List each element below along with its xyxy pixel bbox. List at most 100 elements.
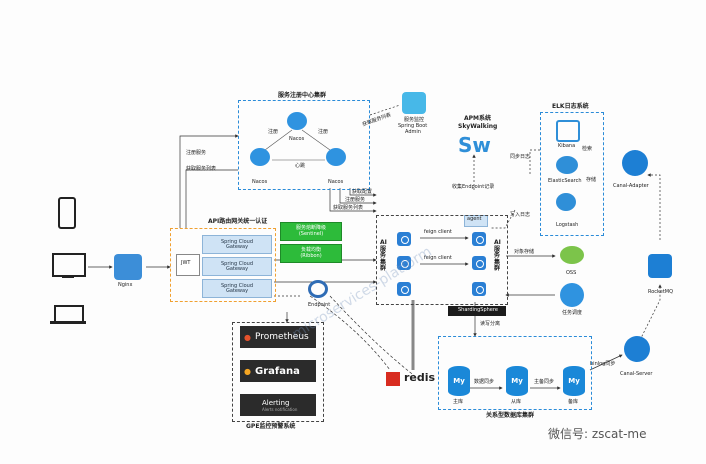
canal-server-icon xyxy=(624,336,650,362)
file-storage-label: 对象存储 xyxy=(514,249,535,255)
store-edge-label: 存储 xyxy=(586,177,597,183)
gw3-line2: Gateway xyxy=(225,287,249,294)
sync-log-label: 同步日志 xyxy=(510,154,531,160)
prometheus-bar: ●Prometheus xyxy=(240,326,316,348)
task-schedule-label: 任务调度 xyxy=(562,310,583,316)
search-edge-label: 检索 xyxy=(582,146,593,152)
hystrix-line2: (Sentinel) xyxy=(298,230,324,237)
gw1-line2: Gateway xyxy=(225,243,249,250)
app-icon-l2 xyxy=(397,256,411,270)
ribbon-line1: 负载均衡 xyxy=(300,247,321,253)
ribbon-line2: (Ribbon) xyxy=(300,252,322,259)
logstash-icon xyxy=(556,193,576,211)
canal-adapter-label: Canal-Adapter xyxy=(613,183,649,189)
grafana-label: Grafana xyxy=(254,365,300,377)
oss-label: OSS xyxy=(566,270,577,276)
nacos-left-icon xyxy=(250,148,270,166)
alerting-sub-label: Alerts notification xyxy=(262,406,298,412)
gateway-box xyxy=(170,228,276,302)
master-slave-sync-label: 主备同步 xyxy=(534,379,555,385)
mysql-slave2-icon: My xyxy=(563,366,585,396)
apm-title-line1: APM系统 xyxy=(464,115,492,122)
monitor-box xyxy=(232,322,324,422)
data-sync-label: 数据同步 xyxy=(474,379,495,385)
write-log-label: 写入日志 xyxy=(510,212,531,218)
sba-line3: Admin xyxy=(405,129,421,135)
sharding-bar xyxy=(448,306,506,316)
db-title: 关系型数据库集群 xyxy=(486,412,535,419)
laptop-base-icon xyxy=(50,321,86,324)
oss-icon xyxy=(560,246,584,264)
sba-line1: 服务监控 xyxy=(404,117,425,123)
spring-boot-admin-icon xyxy=(402,92,426,114)
rw-split-label: 读写分离 xyxy=(480,321,501,327)
hystrix-box: 服务熔断降级(Sentinel) xyxy=(280,222,342,241)
nacos-right-label: Nacos xyxy=(328,179,344,185)
binlog-label: binlog同步 xyxy=(590,361,616,367)
monitor-icon xyxy=(52,253,86,277)
app-icon-r1 xyxy=(472,232,486,246)
task-scheduler-icon xyxy=(560,283,584,307)
feign2-label: feign client xyxy=(424,255,452,261)
nginx-label: Nginx xyxy=(118,282,133,288)
ai-right-label: AI服务集群 xyxy=(494,239,501,273)
register-service-label: 注册服务 xyxy=(345,197,366,203)
prometheus-label: Prometheus xyxy=(254,332,309,342)
db-slave2-label: 备库 xyxy=(568,399,579,405)
kibana-label: Kibana xyxy=(558,143,576,149)
feign1-label: feign client xyxy=(424,229,452,235)
redis-icon xyxy=(386,372,400,386)
fetch-list-label: 获取服务列表 xyxy=(186,166,217,172)
endpoint-label: Endpoint xyxy=(308,302,331,308)
services-box xyxy=(376,215,508,305)
phone-icon xyxy=(58,197,76,229)
gw3-line1: Spring Cloud xyxy=(220,282,253,289)
monitor-stand-icon xyxy=(62,275,74,278)
nacos-top-label: Nacos xyxy=(289,136,305,142)
laptop-icon xyxy=(54,305,84,322)
redis-label: redis xyxy=(404,371,436,384)
jwt-box xyxy=(176,254,200,276)
kibana-icon xyxy=(556,120,580,142)
jwt-label: JWT xyxy=(181,260,191,266)
db-cluster-box xyxy=(438,336,592,410)
gateway-title: API路由网关统一认证 xyxy=(208,218,268,225)
mysql-slave1-icon: My xyxy=(506,366,528,396)
nacos-top-icon xyxy=(287,112,307,130)
elk-box xyxy=(540,112,604,236)
register-report-label: 注册服务 xyxy=(186,150,207,156)
ribbon-box: 负载均衡(Ribbon) xyxy=(280,244,342,263)
registry-title: 服务注册中心集群 xyxy=(278,92,327,99)
endpoint-icon xyxy=(308,280,328,298)
app-icon-l3 xyxy=(397,282,411,296)
gw2-line1: Spring Cloud xyxy=(220,260,253,267)
collect-endpoint-label: 收集Endpoint记录 xyxy=(452,184,495,190)
grafana-bar: ●Grafana xyxy=(240,360,316,382)
skywalking-logo: Sw xyxy=(458,133,491,157)
app-icon-r2 xyxy=(472,256,486,270)
sharding-label: ShardingSphere xyxy=(458,307,498,313)
mysql-master-icon: My xyxy=(448,366,470,396)
rocketmq-label: RocketMQ xyxy=(648,289,674,295)
nacos-right-icon xyxy=(326,148,346,166)
nacos-left-label: Nacos xyxy=(252,179,268,185)
wechat-id: 微信号: zscat-me xyxy=(548,427,647,441)
get-config-label: 获取配置 xyxy=(352,189,373,195)
nginx-icon xyxy=(114,254,142,280)
gw2-line2: Gateway xyxy=(225,265,249,272)
db-master-label: 主库 xyxy=(453,399,464,405)
elasticsearch-icon xyxy=(556,156,578,174)
canal-server-label: Canal-Server xyxy=(620,371,653,377)
rocketmq-icon xyxy=(648,254,672,278)
heartbeat-edge-label: 心跳 xyxy=(295,163,306,169)
logstash-label: Logstash xyxy=(556,222,579,228)
alerting-label: Alerting xyxy=(262,398,290,407)
gw1-line1: Spring Cloud xyxy=(220,238,253,245)
register-edge-label: 注册 xyxy=(268,129,279,135)
registry-cluster-box xyxy=(238,100,370,190)
